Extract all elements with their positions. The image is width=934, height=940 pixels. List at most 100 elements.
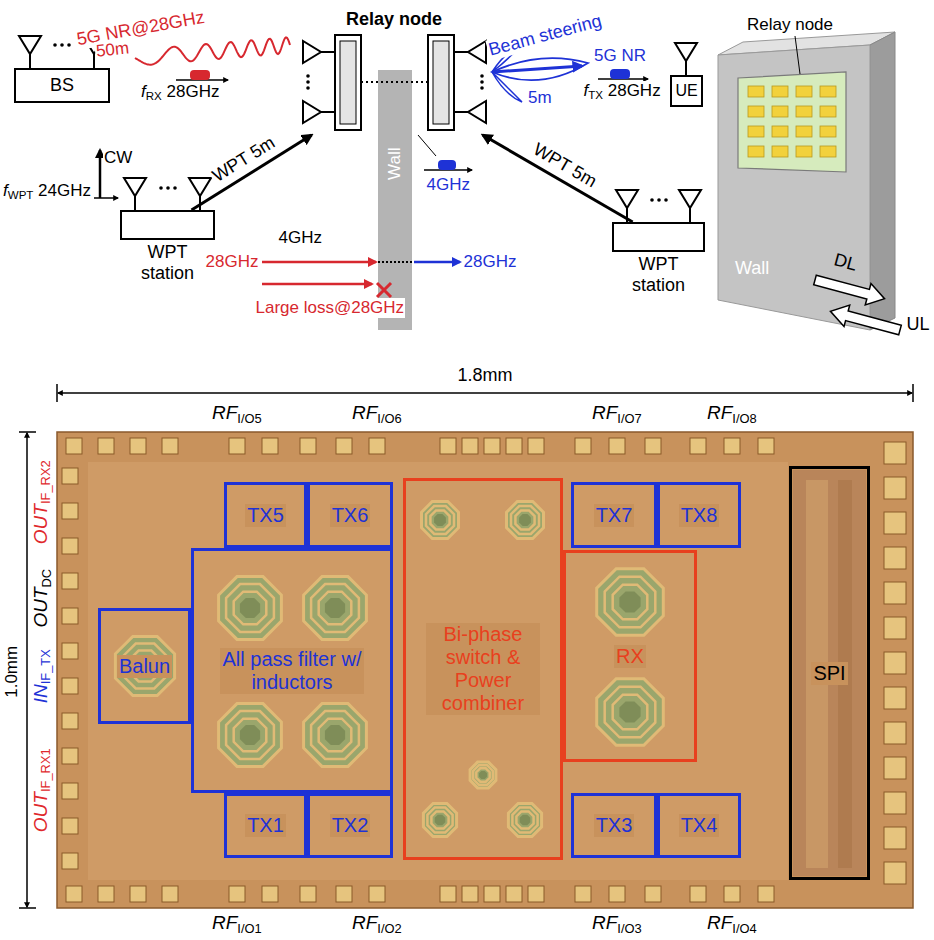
- signal-label: 5G NR: [593, 46, 647, 66]
- bond-pad: [724, 886, 740, 902]
- text-run: OUT: [30, 504, 51, 544]
- dimension-line: [58, 392, 912, 394]
- block-mark: [377, 283, 391, 297]
- bond-pad: [758, 886, 774, 902]
- text-run: DL: [831, 249, 858, 274]
- bond-pad: [62, 538, 78, 554]
- bond-pad: [506, 886, 522, 902]
- hollow-arrow: [812, 269, 887, 309]
- text-run: f: [584, 81, 589, 100]
- bond-pad: [884, 582, 906, 604]
- inductor: [304, 704, 367, 767]
- inductor: [470, 762, 496, 788]
- inductor-turn: [311, 711, 359, 759]
- through-wall-link: [361, 81, 428, 83]
- dot: [306, 74, 310, 78]
- bond-pad: [528, 438, 544, 454]
- node-text: All pass filter w/ inductors: [220, 648, 364, 694]
- text-run: 4GHz: [427, 175, 470, 194]
- pin-name: RFI/O1: [211, 912, 263, 936]
- text-run: WPT 5m: [530, 139, 600, 191]
- bond-pad: [336, 886, 352, 902]
- text-run: 28GHz: [603, 81, 661, 100]
- inductor: [219, 577, 282, 640]
- wall-side: [870, 32, 895, 330]
- text-run: Bi-phase switch & Power combiner: [442, 623, 524, 714]
- pin-name: RFI/O7: [591, 402, 643, 426]
- text-run: DC: [38, 569, 53, 588]
- text-run: Relay node: [747, 15, 833, 34]
- frequency-label: 28GHz: [463, 252, 518, 272]
- node-text: TX3: [594, 814, 635, 837]
- dimension-line: [26, 433, 28, 907]
- text-run: I/O7: [617, 411, 641, 426]
- inductor: [597, 679, 664, 746]
- inductor-turn: [511, 506, 539, 534]
- bond-pad: [66, 886, 82, 902]
- inductor: [219, 704, 282, 767]
- bond-pad: [62, 573, 78, 589]
- bond-pad: [162, 886, 178, 902]
- tx-block: TX2: [307, 793, 393, 858]
- text-run: f: [141, 82, 146, 101]
- dimension: 1.8mm: [457, 365, 514, 386]
- dimension-tick: [56, 384, 58, 402]
- dot: [173, 186, 177, 190]
- inductor-turn: [226, 584, 274, 632]
- text-run: f: [3, 181, 8, 200]
- text-run: 1.0mm: [2, 646, 21, 698]
- tx-block: TX4: [657, 793, 741, 858]
- text-run: RF: [592, 912, 617, 933]
- bond-pad: [462, 886, 478, 902]
- spectrum-packet: [610, 69, 630, 79]
- antenna: [675, 43, 697, 75]
- link-label: DL: [830, 249, 860, 275]
- antenna-cell: [772, 86, 788, 97]
- antenna: [454, 101, 486, 123]
- pin-name: RFI/O2: [351, 912, 403, 936]
- antenna-cell: [820, 86, 836, 97]
- text-run: RX: [146, 90, 162, 102]
- node-text: Balun: [117, 655, 172, 678]
- inductor: [423, 803, 456, 836]
- beam-label: Beam steering: [485, 10, 604, 61]
- beam-arrow: [492, 66, 582, 72]
- bond-pad: [506, 438, 522, 454]
- dot: [657, 198, 661, 202]
- inductor-core: [325, 725, 345, 745]
- pin-name: RFI/O3: [591, 912, 643, 936]
- dot: [664, 198, 668, 202]
- beam-lobe: [492, 72, 522, 102]
- tx-block: TX1: [224, 793, 307, 858]
- signal-arrow: [414, 261, 460, 264]
- loss-note: Large loss@28GHz: [255, 298, 406, 318]
- antenna-cell: [820, 126, 836, 137]
- distance-label: 5m: [527, 88, 553, 108]
- node-text: TX7: [594, 504, 635, 527]
- bond-pad: [724, 438, 740, 454]
- bond-pad: [884, 862, 906, 884]
- text-run: IF_RX1: [38, 748, 53, 792]
- text-run: UE: [675, 82, 697, 99]
- node-text: TX1: [245, 814, 286, 837]
- frequency-label: 28GHz: [205, 252, 260, 272]
- pin-name: RFI/O5: [211, 402, 263, 426]
- bond-pad: [484, 886, 500, 902]
- node-text: Relay node: [298, 9, 490, 30]
- text-run: I/O5: [237, 411, 261, 426]
- dot: [480, 86, 484, 90]
- node-text: RX: [614, 645, 646, 668]
- bond-pad: [484, 438, 500, 454]
- bond-pad: [62, 503, 78, 519]
- inductor-turn: [613, 695, 648, 730]
- dot: [306, 86, 310, 90]
- tx-block: TX3: [571, 793, 657, 858]
- bond-pad: [884, 652, 906, 674]
- node-text: Wall: [385, 148, 405, 180]
- inductor: [507, 502, 544, 539]
- bond-pad: [645, 886, 661, 902]
- dimension-tick: [19, 907, 36, 909]
- antenna-cell: [820, 146, 836, 157]
- radio-wave: [135, 37, 290, 64]
